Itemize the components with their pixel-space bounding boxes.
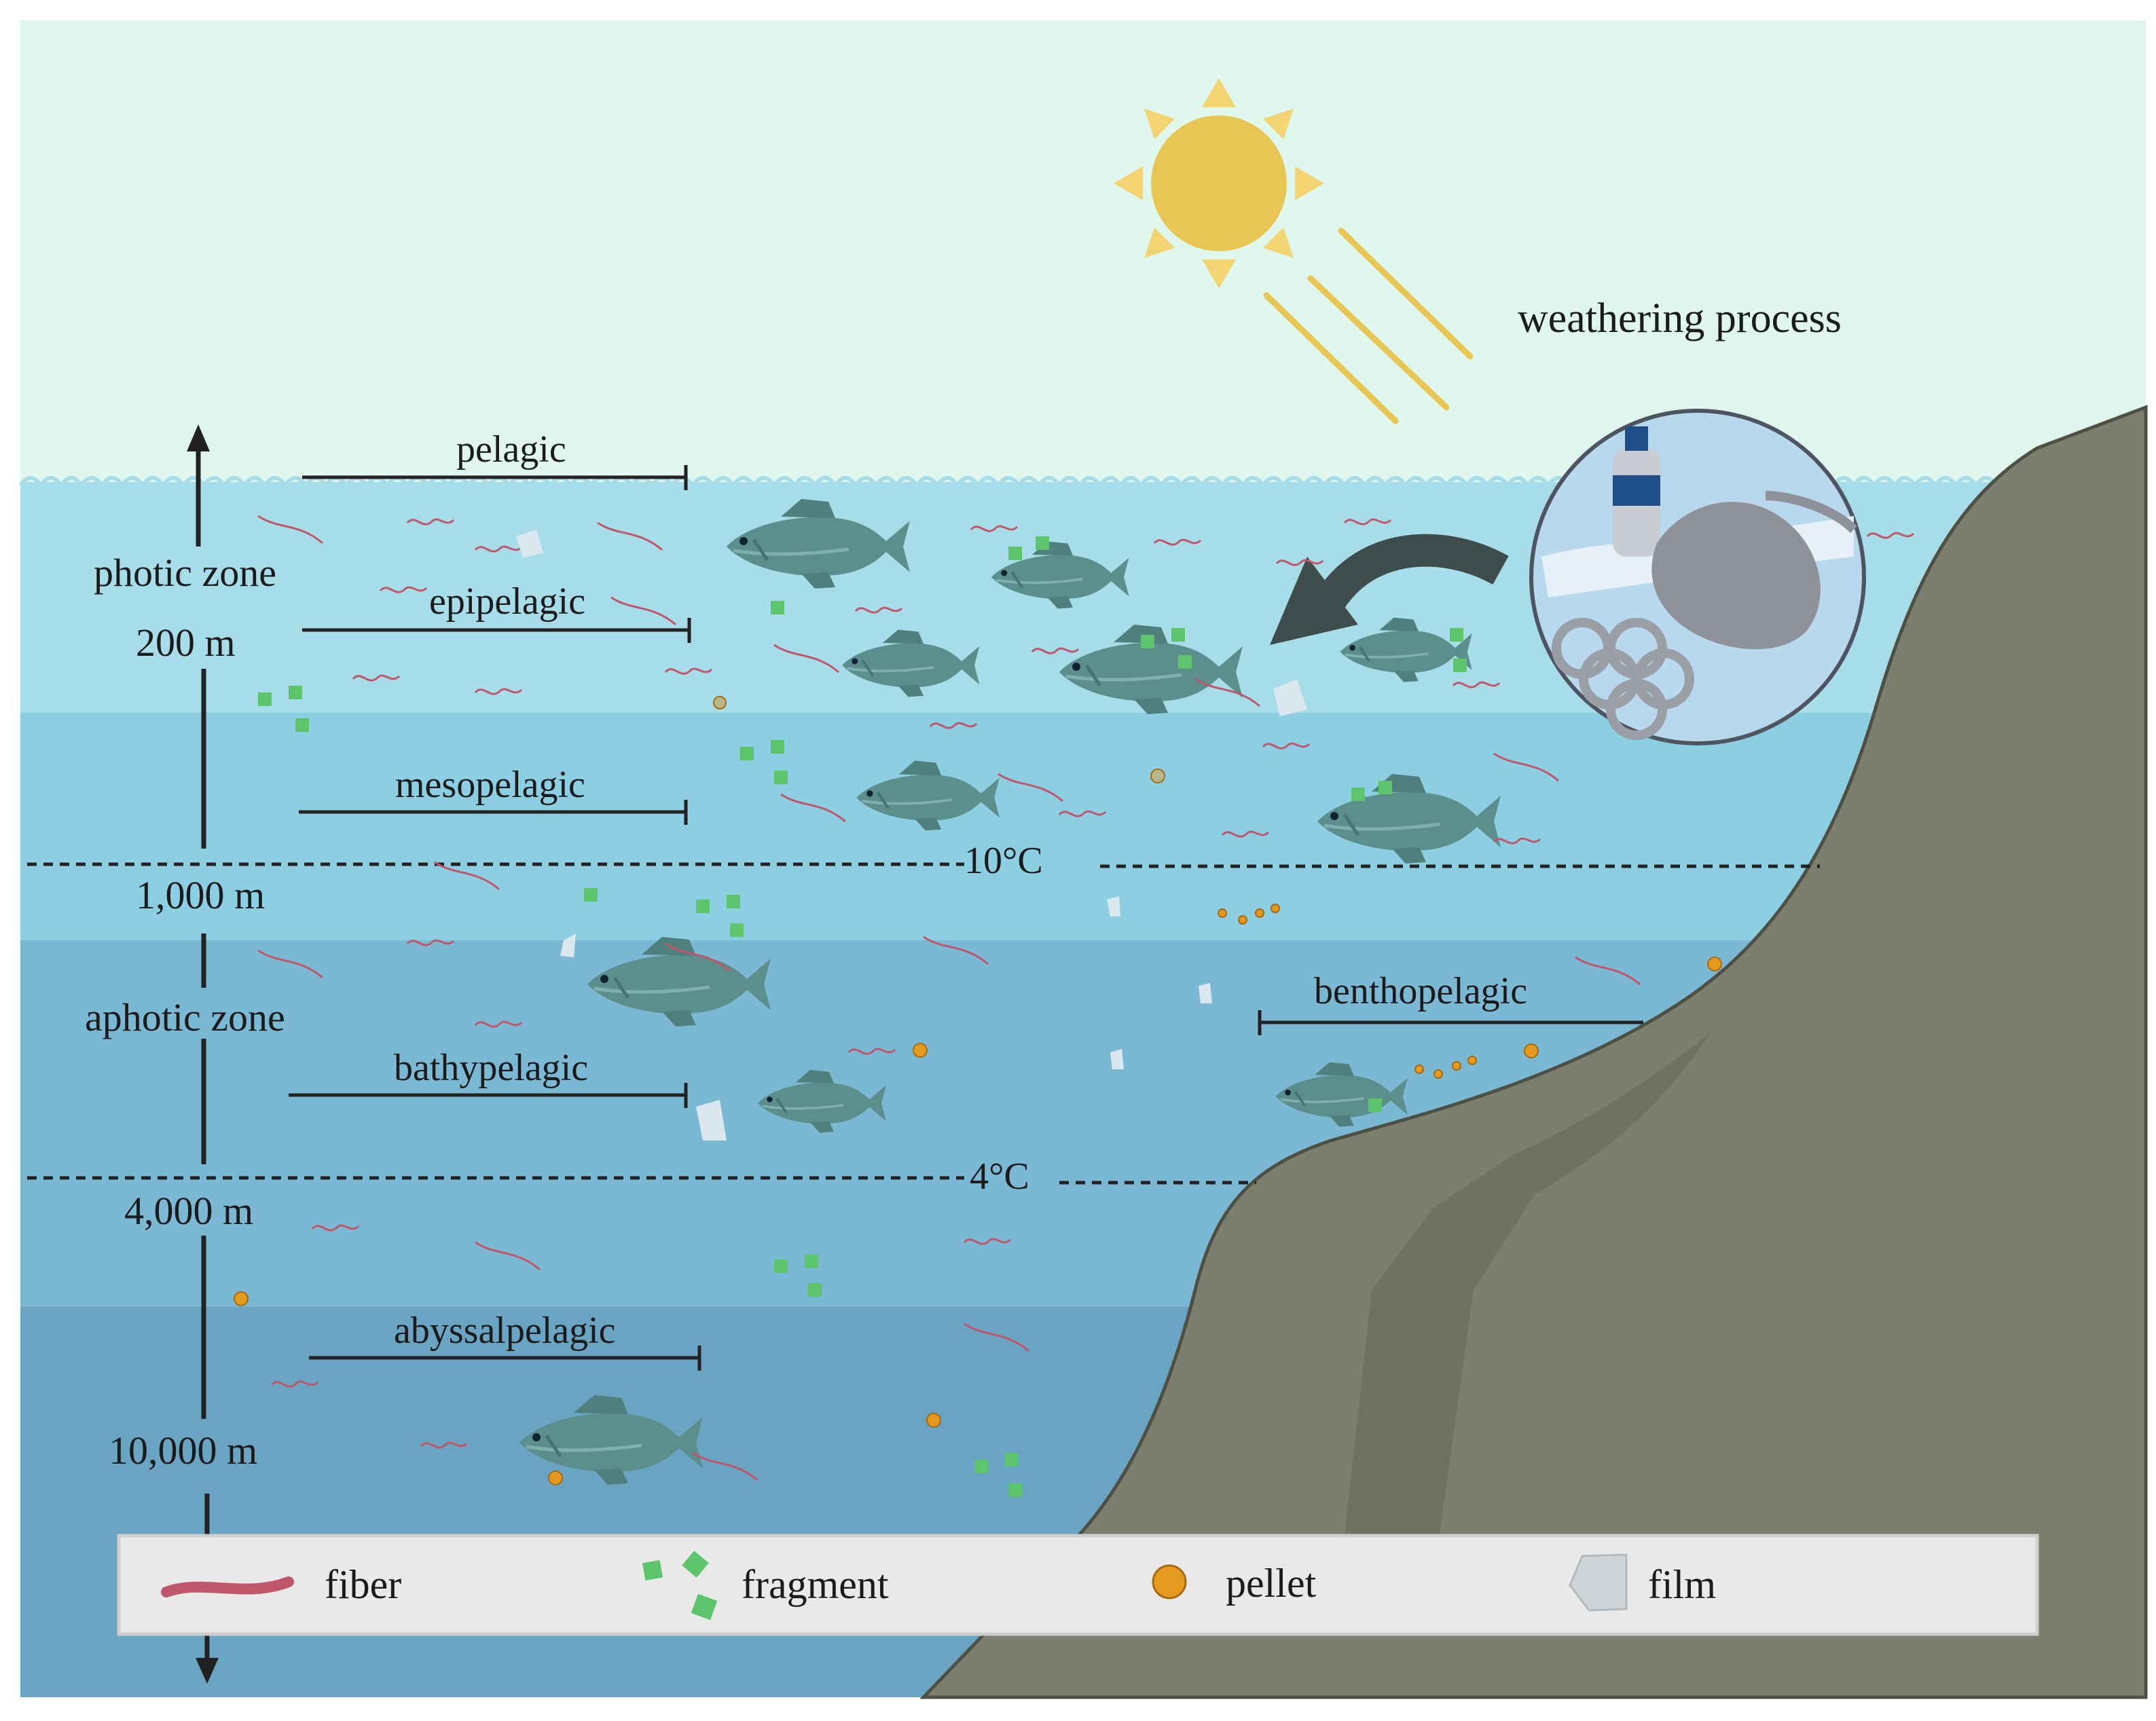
temperature-label-10c: 10°C [964,840,1043,882]
sky-background [20,20,2146,482]
legend-label-fragment: fragment [742,1562,889,1607]
fiber-icon [161,1576,294,1597]
layer-label-abyssalpelagic: abyssalpelagic [394,1310,616,1352]
layer-brackets [289,465,1643,1371]
fragment-icon [642,1551,718,1621]
legend-label-fiber: fiber [325,1562,402,1607]
layer-label-bathypelagic: bathypelagic [394,1047,589,1089]
legend-label-film: film [1648,1562,1716,1607]
legend-label-pellet: pellet [1226,1561,1317,1606]
temperature-label-4c: 4°C [970,1155,1029,1198]
layer-label-epipelagic: epipelagic [429,580,586,623]
films [516,530,1307,1141]
aphotic-zone-label: aphotic zone [85,995,285,1039]
depth-label-200m: 200 m [136,621,236,665]
depth-arrow-down-icon [196,1658,219,1684]
weathering-arrow [1309,534,1509,619]
pellets [234,696,1722,1485]
depth-label-1000m: 1,000 m [136,873,266,917]
depth-label-4000m: 4,000 m [124,1189,254,1233]
sunray-lines [1263,227,1474,424]
legend-box [117,1534,2039,1636]
sun-icon [1114,78,1324,289]
continental-slope [919,405,2148,1699]
layer-label-benthopelagic: benthopelagic [1314,970,1528,1012]
depth-label-10000m: 10,000 m [109,1428,258,1473]
depth-arrow-up-icon [187,424,210,451]
layer-label-pelagic: pelagic [456,428,566,470]
weathering-process-label: weathering process [1518,295,1842,341]
plastic-debris-inset [1529,409,1866,745]
layer-label-mesopelagic: mesopelagic [395,764,585,806]
pellet-icon [1152,1564,1187,1599]
slope-shadow [1345,1032,1711,1534]
film-icon [1569,1553,1628,1612]
photic-zone-label: photic zone [94,551,276,595]
